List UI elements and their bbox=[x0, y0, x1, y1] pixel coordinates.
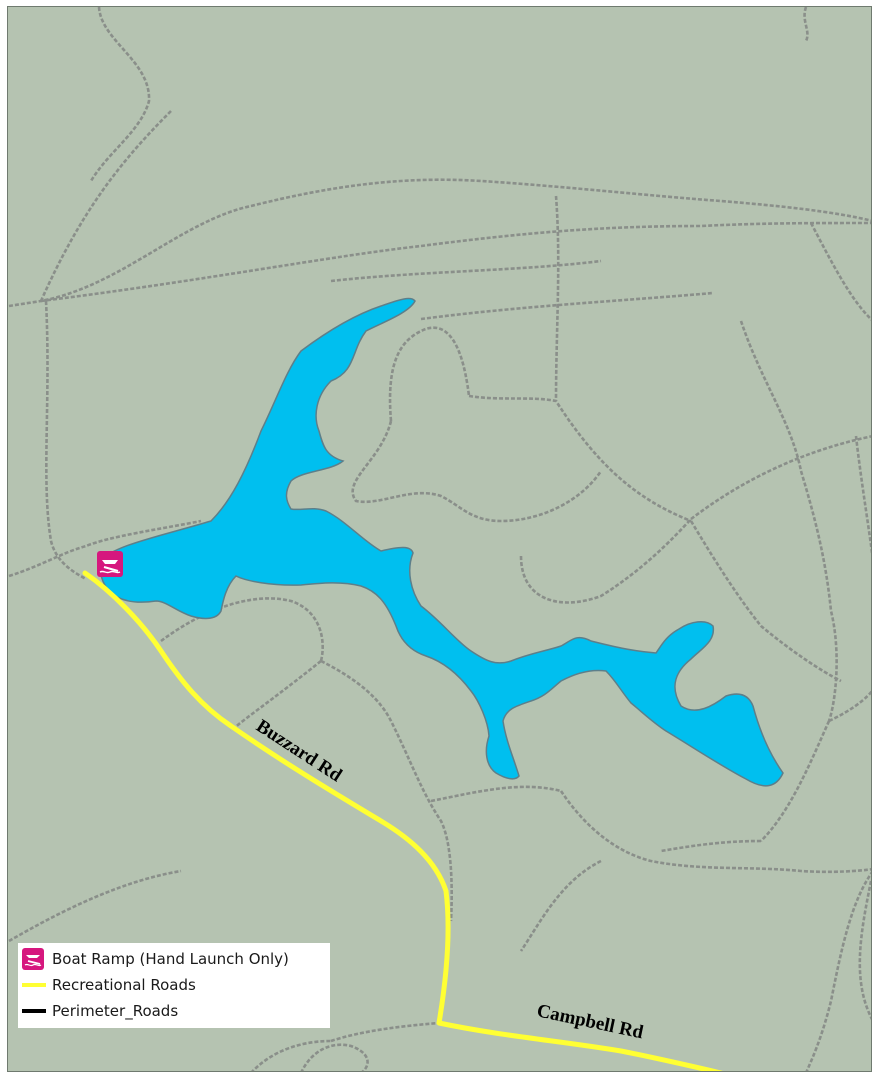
trail bbox=[330, 259, 602, 283]
legend-label: Perimeter_Roads bbox=[52, 1002, 179, 1020]
trail bbox=[854, 435, 871, 555]
trail bbox=[8, 178, 871, 308]
trail bbox=[828, 690, 871, 723]
trail bbox=[760, 720, 831, 842]
trail bbox=[858, 880, 871, 1020]
map-legend: Boat Ramp (Hand Launch Only) Recreationa… bbox=[18, 943, 330, 1028]
trail bbox=[739, 320, 803, 472]
recreational-road bbox=[82, 570, 723, 1071]
legend-label: Recreational Roads bbox=[52, 976, 196, 994]
trail bbox=[559, 790, 871, 874]
legend-item-boat-ramp: Boat Ramp (Hand Launch Only) bbox=[22, 946, 326, 972]
black-line-icon bbox=[22, 1009, 46, 1013]
trail bbox=[8, 519, 202, 578]
trail-network bbox=[8, 7, 871, 1071]
map-canvas[interactable]: Buzzard Rd Campbell Rd bbox=[8, 7, 872, 1072]
boat-ramp-icon bbox=[22, 948, 44, 970]
trail bbox=[40, 221, 871, 303]
trail bbox=[420, 291, 714, 321]
trail bbox=[690, 435, 871, 521]
map-frame[interactable]: Buzzard Rd Campbell Rd bbox=[7, 6, 872, 1072]
boat-ramp-marker[interactable] bbox=[97, 551, 123, 577]
yellow-line-icon bbox=[22, 983, 46, 987]
trail bbox=[519, 859, 602, 952]
trail bbox=[803, 7, 809, 42]
trail bbox=[799, 470, 838, 722]
land-area bbox=[8, 7, 871, 1071]
trail bbox=[468, 394, 692, 523]
trail bbox=[351, 420, 603, 523]
trail bbox=[388, 326, 471, 422]
trail bbox=[689, 520, 842, 683]
trail bbox=[300, 1043, 369, 1071]
trail bbox=[809, 222, 871, 321]
trail bbox=[89, 7, 151, 182]
legend-item-perimeter-roads: Perimeter_Roads bbox=[22, 998, 326, 1024]
trail bbox=[320, 659, 453, 922]
trail bbox=[160, 597, 324, 662]
trail bbox=[39, 110, 172, 302]
trail bbox=[660, 839, 762, 853]
trail bbox=[519, 518, 692, 604]
lake bbox=[99, 297, 784, 787]
trail bbox=[554, 195, 560, 402]
trail bbox=[805, 871, 871, 1071]
trail bbox=[430, 785, 562, 803]
trail bbox=[330, 1021, 440, 1043]
trail bbox=[8, 869, 182, 943]
legend-label: Boat Ramp (Hand Launch Only) bbox=[52, 950, 289, 968]
trail bbox=[251, 1039, 332, 1071]
legend-item-recreational-roads: Recreational Roads bbox=[22, 972, 326, 998]
